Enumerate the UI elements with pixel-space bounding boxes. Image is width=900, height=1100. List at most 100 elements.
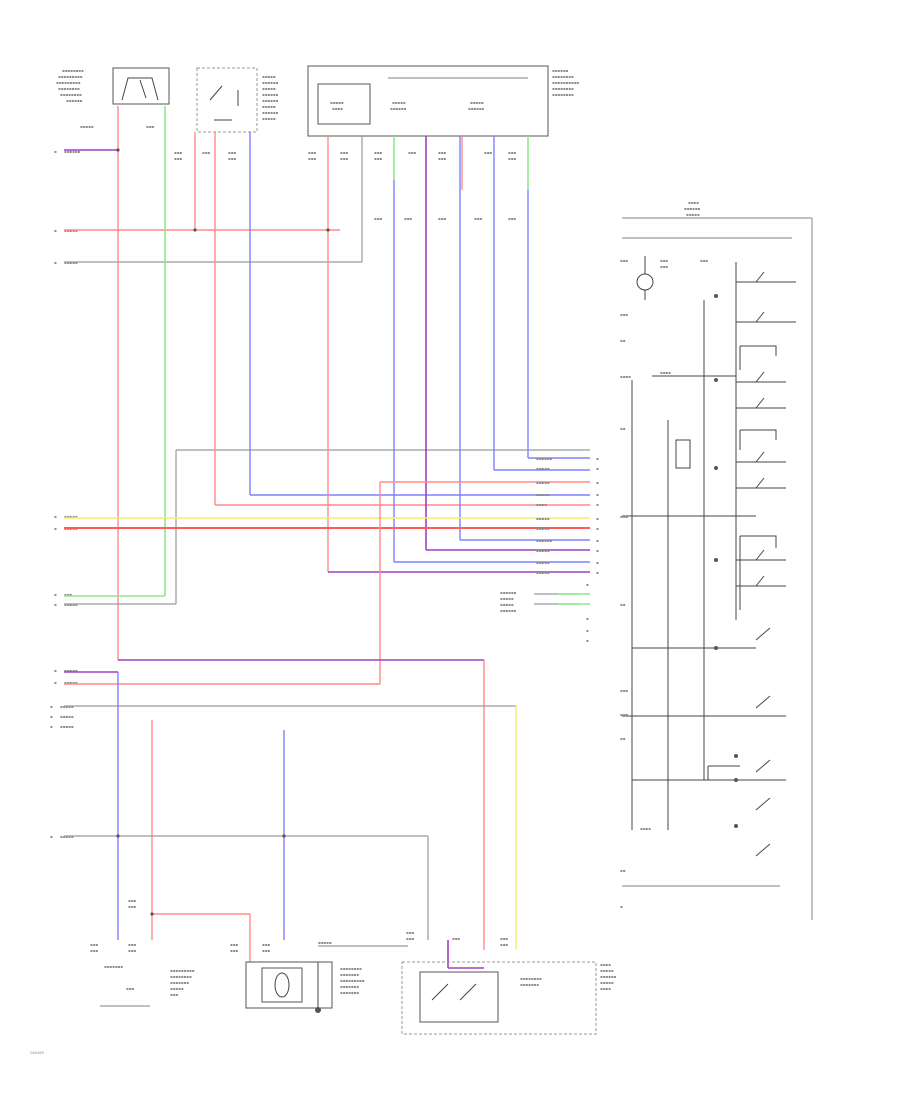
- svg-text:▪▪▪▪▪▪: ▪▪▪▪▪▪: [262, 92, 279, 97]
- svg-text:▪▪▪▪▪: ▪▪▪▪▪: [536, 548, 550, 553]
- svg-text:▪▪▪: ▪▪▪: [340, 150, 348, 155]
- svg-text:▪▪▪▪▪: ▪▪▪▪▪: [536, 570, 550, 575]
- svg-text:▪: ▪: [54, 602, 57, 607]
- svg-text:▪▪▪: ▪▪▪: [90, 942, 98, 947]
- svg-text:▪▪▪▪▪▪▪▪▪: ▪▪▪▪▪▪▪▪▪: [56, 80, 81, 85]
- svg-text:▪▪▪: ▪▪▪: [262, 948, 270, 953]
- svg-text:▪▪▪▪▪: ▪▪▪▪▪: [500, 602, 514, 607]
- wires: [64, 106, 590, 969]
- svg-text:▪▪▪▪: ▪▪▪▪: [640, 826, 651, 831]
- junction-dots: [116, 148, 330, 916]
- svg-text:▪▪▪▪▪▪▪▪: ▪▪▪▪▪▪▪▪: [552, 74, 574, 79]
- svg-text:▪▪▪▪▪▪▪▪▪: ▪▪▪▪▪▪▪▪▪: [340, 978, 365, 983]
- svg-text:▪▪▪: ▪▪▪: [620, 312, 628, 317]
- svg-text:▪: ▪: [596, 466, 599, 471]
- svg-text:▪▪▪▪▪▪▪▪: ▪▪▪▪▪▪▪▪: [170, 974, 192, 979]
- svg-text:▪▪▪▪: ▪▪▪▪: [600, 986, 611, 991]
- svg-text:▪▪▪: ▪▪▪: [500, 942, 508, 947]
- svg-text:▪▪▪: ▪▪▪: [474, 216, 482, 221]
- svg-text:▪▪▪▪▪▪: ▪▪▪▪▪▪: [536, 456, 553, 461]
- svg-text:▪▪▪: ▪▪▪: [202, 150, 210, 155]
- svg-text:▪▪▪▪▪▪▪▪: ▪▪▪▪▪▪▪▪: [340, 966, 362, 971]
- svg-text:▪▪▪▪▪: ▪▪▪▪▪: [262, 116, 276, 121]
- svg-text:▪▪▪: ▪▪▪: [438, 156, 446, 161]
- svg-text:▪▪▪▪: ▪▪▪▪: [620, 374, 631, 379]
- svg-text:▪▪▪▪▪▪▪▪: ▪▪▪▪▪▪▪▪: [58, 86, 80, 91]
- svg-text:▪▪: ▪▪: [620, 868, 626, 873]
- svg-text:▪: ▪: [586, 582, 589, 587]
- svg-text:▪▪▪: ▪▪▪: [700, 258, 708, 263]
- svg-text:▪▪▪: ▪▪▪: [64, 592, 72, 597]
- svg-text:▪▪▪: ▪▪▪: [374, 150, 382, 155]
- right-switch-panel: ▪▪▪▪ ▪▪▪▪▪▪ ▪▪▪▪▪: [620, 200, 813, 920]
- svg-text:▪▪▪▪▪: ▪▪▪▪▪: [330, 100, 344, 105]
- svg-text:▪: ▪: [54, 526, 57, 531]
- svg-text:▪: ▪: [620, 904, 623, 909]
- svg-text:▪▪▪▪▪▪▪▪▪: ▪▪▪▪▪▪▪▪▪: [170, 968, 195, 973]
- svg-text:▪▪▪▪▪: ▪▪▪▪▪: [536, 526, 550, 531]
- svg-text:▪▪▪▪: ▪▪▪▪: [536, 502, 547, 507]
- svg-text:▪▪▪▪▪▪: ▪▪▪▪▪▪: [536, 538, 553, 543]
- svg-text:▪▪▪: ▪▪▪: [308, 150, 316, 155]
- svg-text:▪▪▪: ▪▪▪: [230, 942, 238, 947]
- top-left-sensor: ▪▪▪▪▪▪▪▪ ▪▪▪▪▪▪▪▪▪ ▪▪▪▪▪▪▪▪▪ ▪▪▪▪▪▪▪▪ ▪▪…: [56, 67, 170, 105]
- svg-text:▪▪▪▪▪: ▪▪▪▪▪: [470, 100, 484, 105]
- svg-text:▪: ▪: [596, 502, 599, 507]
- svg-text:▪▪▪: ▪▪▪: [500, 936, 508, 941]
- svg-text:▪▪▪: ▪▪▪: [620, 712, 628, 717]
- svg-text:▪▪▪: ▪▪▪: [620, 514, 628, 519]
- svg-text:▪▪▪▪: ▪▪▪▪: [688, 200, 699, 205]
- svg-text:▪▪▪▪▪▪: ▪▪▪▪▪▪: [552, 68, 569, 73]
- svg-text:▪: ▪: [596, 526, 599, 531]
- svg-text:▪▪▪: ▪▪▪: [128, 898, 136, 903]
- svg-text:▪▪▪: ▪▪▪: [404, 216, 412, 221]
- svg-text:▪: ▪: [54, 514, 57, 519]
- svg-text:▪▪▪▪▪: ▪▪▪▪▪: [536, 560, 550, 565]
- svg-text:▪: ▪: [596, 456, 599, 461]
- svg-text:▪▪▪: ▪▪▪: [508, 216, 516, 221]
- svg-text:▪▪: ▪▪: [620, 338, 626, 343]
- top-pin-labels: ▪▪▪▪▪ ▪▪▪ ▪▪▪ ▪▪▪ ▪▪▪ ▪▪▪ ▪▪▪ ▪▪▪ ▪▪▪ ▪▪…: [80, 124, 516, 221]
- svg-text:▪▪▪: ▪▪▪: [508, 150, 516, 155]
- svg-text:▪▪▪▪▪: ▪▪▪▪▪: [536, 516, 550, 521]
- svg-text:▪▪▪▪: ▪▪▪▪: [332, 106, 343, 111]
- svg-text:▪: ▪: [586, 616, 589, 621]
- svg-text:▪▪▪: ▪▪▪: [452, 936, 460, 941]
- svg-text:▪▪▪▪▪▪: ▪▪▪▪▪▪: [390, 106, 407, 111]
- svg-text:▪: ▪: [596, 560, 599, 565]
- svg-text:▪: ▪: [50, 704, 53, 709]
- svg-text:▪▪▪: ▪▪▪: [438, 216, 446, 221]
- motor-component: ▪▪▪ ▪▪▪ ▪▪▪ ▪▪▪ ▪▪▪▪▪▪▪▪ ▪▪▪▪▪▪▪ ▪▪▪▪▪▪▪…: [230, 942, 365, 1013]
- svg-text:▪▪▪: ▪▪▪: [146, 124, 154, 129]
- svg-text:▪: ▪: [54, 668, 57, 673]
- svg-text:▪: ▪: [596, 516, 599, 521]
- svg-text:▪▪▪: ▪▪▪: [620, 688, 628, 693]
- svg-text:▪▪▪▪▪▪: ▪▪▪▪▪▪: [262, 110, 279, 115]
- svg-text:▪▪▪: ▪▪▪: [128, 904, 136, 909]
- svg-text:▪▪▪▪▪▪: ▪▪▪▪▪▪: [64, 149, 81, 154]
- svg-text:▪▪▪: ▪▪▪: [660, 264, 668, 269]
- svg-text:▪▪▪▪▪▪▪▪: ▪▪▪▪▪▪▪▪: [552, 86, 574, 91]
- svg-text:▪▪▪▪▪▪▪: ▪▪▪▪▪▪▪: [104, 964, 123, 969]
- svg-text:▪▪▪: ▪▪▪: [228, 150, 236, 155]
- svg-text:▪▪▪▪▪: ▪▪▪▪▪: [536, 492, 550, 497]
- svg-text:▪: ▪: [54, 592, 57, 597]
- svg-text:▪▪▪: ▪▪▪: [170, 992, 178, 997]
- svg-text:▪▪▪▪▪▪▪: ▪▪▪▪▪▪▪: [520, 982, 539, 987]
- svg-text:▪▪▪▪▪: ▪▪▪▪▪: [64, 668, 78, 673]
- svg-text:▪▪▪▪▪▪▪: ▪▪▪▪▪▪▪: [340, 972, 359, 977]
- left-connector-labels: ▪ ▪▪▪▪▪▪ ▪ ▪▪▪▪▪ ▪ ▪▪▪▪▪ ▪ ▪▪▪▪▪ ▪ ▪▪▪▪▪…: [50, 149, 81, 839]
- svg-text:▪: ▪: [596, 492, 599, 497]
- bottom-left-component: ▪▪▪ ▪▪▪ ▪▪▪ ▪▪▪ ▪▪▪ ▪▪▪ ▪▪▪▪▪▪▪ ▪▪▪ ▪▪▪▪…: [90, 898, 195, 1007]
- svg-text:▪▪▪▪▪▪: ▪▪▪▪▪▪: [66, 98, 83, 103]
- svg-text:▪▪▪: ▪▪▪: [406, 930, 414, 935]
- svg-text:▪▪▪▪▪▪▪▪▪▪: ▪▪▪▪▪▪▪▪▪▪: [552, 80, 579, 85]
- svg-text:▪▪▪▪▪: ▪▪▪▪▪: [318, 940, 332, 945]
- svg-text:▪▪▪: ▪▪▪: [438, 150, 446, 155]
- svg-text:▪▪▪▪▪▪▪: ▪▪▪▪▪▪▪: [170, 980, 189, 985]
- svg-text:▪▪▪▪▪: ▪▪▪▪▪: [262, 74, 276, 79]
- svg-text:▪▪: ▪▪: [620, 602, 626, 607]
- svg-text:▪▪▪▪▪▪▪: ▪▪▪▪▪▪▪: [340, 990, 359, 995]
- svg-text:▪▪▪▪▪▪▪▪: ▪▪▪▪▪▪▪▪: [62, 68, 84, 73]
